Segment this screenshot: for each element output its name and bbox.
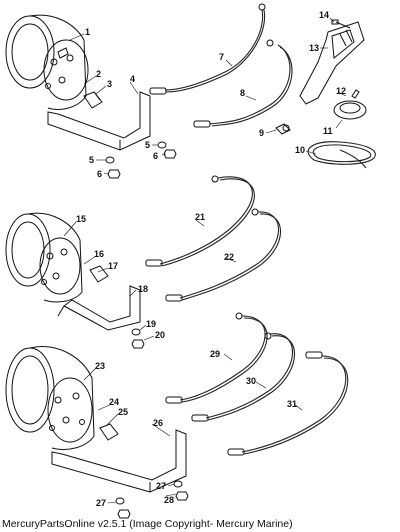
callout-11: 11: [323, 126, 333, 136]
cable-29: [165, 312, 268, 404]
gauge-1: [5, 14, 89, 110]
cable-21: [145, 175, 255, 267]
callout-30: 30: [246, 376, 256, 386]
callout-9: 9: [259, 128, 264, 138]
callout-6b: 6: [97, 169, 102, 179]
bracket-4: [47, 91, 151, 151]
gauge-15: [5, 212, 83, 303]
cover-11-12: [333, 89, 367, 120]
fitting-9: [275, 123, 291, 135]
connector-3: [83, 91, 103, 109]
callout-2: 2: [96, 69, 101, 79]
screw-14: [331, 19, 351, 29]
callout-19: 19: [146, 319, 156, 329]
callout-10: 10: [295, 145, 305, 155]
callout-15: 15: [76, 214, 86, 224]
washer-nut-19-20: [131, 328, 145, 349]
callout-25: 25: [118, 407, 128, 417]
callout-5a: 5: [145, 140, 150, 150]
callout-27a: 27: [156, 481, 166, 491]
callout-24: 24: [109, 397, 119, 407]
callout-14: 14: [319, 10, 329, 20]
callout-22: 22: [224, 252, 234, 262]
callout-29: 29: [210, 349, 220, 359]
connector-17: [89, 265, 109, 283]
callout-18: 18: [138, 284, 148, 294]
leader-lines: [63, 17, 347, 504]
bracket-26: [51, 429, 187, 493]
washer-nut-27-28: [115, 480, 189, 519]
callout-1: 1: [85, 27, 90, 37]
cable-7: [149, 3, 266, 95]
callout-13: 13: [309, 43, 319, 53]
sender-13: [299, 21, 365, 105]
cable-22: [165, 208, 282, 302]
callout-20: 20: [155, 330, 165, 340]
cable-8: [193, 39, 293, 128]
hose-10: [307, 141, 376, 169]
callout-17: 17: [108, 261, 118, 271]
connector-25: [99, 423, 119, 441]
callout-21: 21: [195, 212, 205, 222]
cable-30: [191, 332, 295, 422]
washer-nut-5-6: [105, 141, 177, 179]
callout-5b: 5: [89, 155, 94, 165]
callout-23: 23: [95, 361, 105, 371]
callout-3: 3: [107, 79, 112, 89]
callout-31: 31: [287, 399, 297, 409]
bracket-18: [57, 285, 141, 331]
callout-labels: 1 2 3 4 5 6 5 6 7 8 9 10 11 12 13 14 15 …: [76, 10, 346, 508]
callout-7: 7: [219, 52, 224, 62]
callout-12: 12: [336, 86, 346, 96]
callout-6a: 6: [153, 151, 158, 161]
gauge-23: [5, 346, 95, 450]
callout-27b: 27: [96, 498, 106, 508]
callout-4: 4: [130, 74, 135, 84]
callout-16: 16: [94, 249, 104, 259]
image-caption: MercuryPartsOnline v2.5.1 (Image Copyrig…: [2, 518, 293, 530]
callout-28: 28: [164, 495, 174, 505]
cable-31: [227, 351, 349, 456]
callout-26: 26: [153, 418, 163, 428]
callout-8: 8: [240, 88, 245, 98]
